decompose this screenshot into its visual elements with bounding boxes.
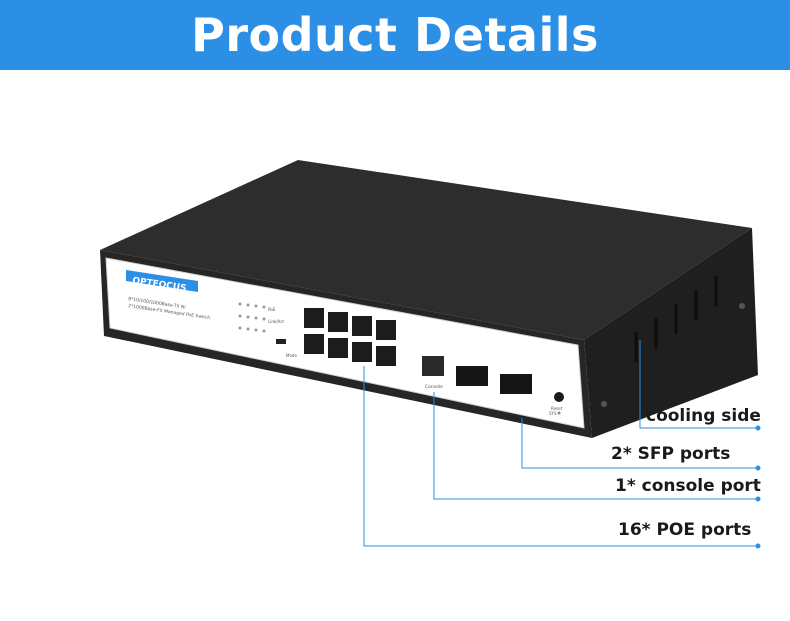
sys-led: [557, 411, 561, 415]
header-banner: Product Details: [0, 0, 790, 70]
rj45-port[interactable]: [376, 320, 396, 340]
rj45-port[interactable]: [352, 316, 372, 336]
callout-dot: [755, 425, 761, 431]
cooling-vents: [634, 276, 718, 362]
callout-dot: [755, 496, 761, 502]
rj45-port[interactable]: [376, 346, 396, 366]
poe-led-label: PoE: [268, 307, 276, 312]
reset-label: Reset: [551, 406, 563, 411]
screw-icon: [739, 303, 745, 309]
sfp-port[interactable]: [500, 374, 532, 394]
screw-icon: [601, 401, 607, 407]
callout-label-sfp: 2* SFP ports: [611, 444, 731, 464]
callout-label-poe: 16* POE ports: [618, 520, 752, 540]
rj45-port[interactable]: [328, 338, 348, 358]
reset-button[interactable]: [554, 392, 564, 402]
console-port-label: Console: [425, 384, 443, 390]
callout-line-console: [433, 392, 758, 500]
callout-line-poe: [363, 366, 758, 547]
rj45-port[interactable]: [304, 308, 324, 328]
switch-top-surface: [100, 160, 752, 340]
status-leds: [238, 302, 266, 333]
link-led-label: Link/Act: [268, 319, 284, 324]
page-title: Product Details: [191, 8, 599, 62]
console-port[interactable]: [422, 356, 444, 376]
rj45-port[interactable]: [328, 312, 348, 332]
mode-label: Mode: [286, 353, 297, 358]
callout-dot: [755, 465, 761, 471]
sfp-port[interactable]: [456, 366, 488, 386]
callout-line-cooling: [639, 340, 758, 429]
callout-line-sfp: [521, 418, 758, 469]
brand-logo: [126, 270, 198, 292]
callout-dot: [755, 543, 761, 549]
poe-ports: [304, 308, 396, 366]
mode-button[interactable]: [276, 339, 286, 344]
callout-label-console: 1* console port: [615, 476, 761, 496]
rj45-port[interactable]: [352, 342, 372, 362]
callout-label-cooling: cooling side: [646, 406, 761, 426]
sys-label: SYS: [549, 411, 557, 416]
rj45-port[interactable]: [304, 334, 324, 354]
